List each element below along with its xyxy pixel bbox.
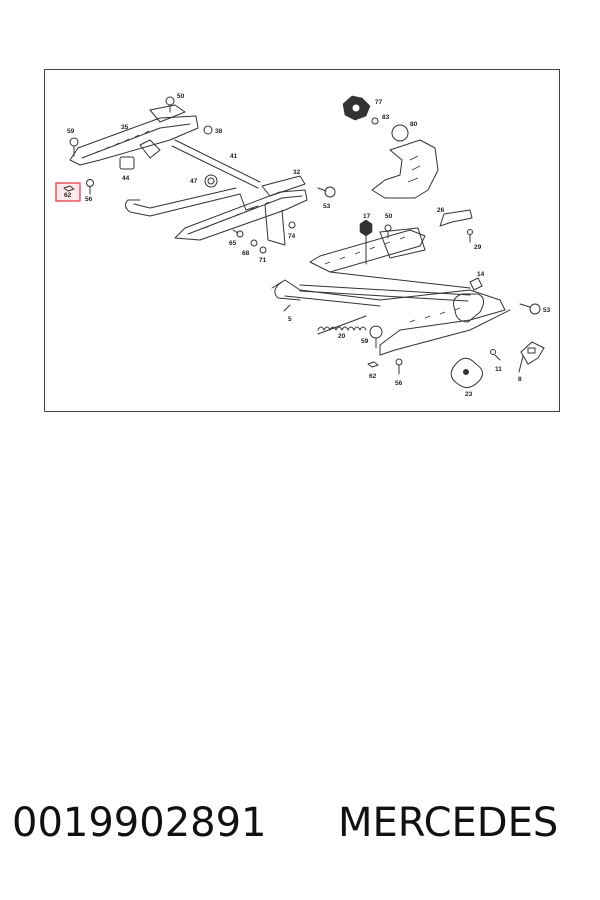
callout-74: 74 — [288, 233, 296, 240]
part-number: 0019902891 — [12, 800, 267, 846]
callout-23: 23 — [465, 391, 473, 398]
callout-labels: 50 35 38 59 44 41 62 56 47 32 53 65 68 7… — [64, 93, 551, 398]
bracket-26 — [439, 209, 473, 243]
callout-56b: 56 — [395, 380, 403, 387]
adjuster-assembly — [342, 95, 439, 199]
right-frame-assembly — [271, 219, 541, 375]
callout-47: 47 — [190, 178, 198, 185]
callout-68: 68 — [242, 250, 250, 257]
brand-name: MERCEDES — [338, 800, 559, 846]
callout-35: 35 — [121, 124, 129, 131]
callout-8: 8 — [518, 376, 522, 383]
callout-62[interactable]: 62 — [64, 192, 72, 199]
callout-50: 50 — [177, 93, 185, 100]
callout-29: 29 — [474, 244, 482, 251]
callout-83: 83 — [382, 114, 390, 121]
callout-80: 80 — [410, 121, 418, 128]
callout-14: 14 — [477, 271, 485, 278]
callout-56: 56 — [85, 196, 93, 203]
callout-38: 38 — [215, 128, 223, 135]
left-fasteners — [69, 96, 336, 254]
callout-62b: 62 — [369, 373, 377, 380]
callout-17: 17 — [363, 213, 371, 220]
left-rail-assembly — [69, 104, 308, 246]
diagram-frame — [44, 69, 560, 412]
callout-44: 44 — [122, 175, 130, 182]
callout-50b: 50 — [385, 213, 393, 220]
callout-53b: 53 — [543, 307, 551, 314]
callout-20: 20 — [338, 333, 346, 340]
callout-32: 32 — [293, 169, 301, 176]
callout-41: 41 — [230, 153, 238, 160]
callout-77: 77 — [375, 99, 383, 106]
callout-65: 65 — [229, 240, 237, 247]
product-caption: 0019902891 MERCEDES — [0, 800, 600, 860]
callout-5: 5 — [288, 316, 292, 323]
callout-59b: 59 — [361, 338, 369, 345]
callout-53: 53 — [323, 203, 331, 210]
callout-71: 71 — [259, 257, 267, 264]
highlight-box[interactable] — [55, 182, 81, 202]
callout-59: 59 — [67, 128, 75, 135]
callout-11: 11 — [495, 366, 502, 373]
callout-26: 26 — [437, 207, 445, 214]
small-parts-bottom — [450, 341, 545, 388]
